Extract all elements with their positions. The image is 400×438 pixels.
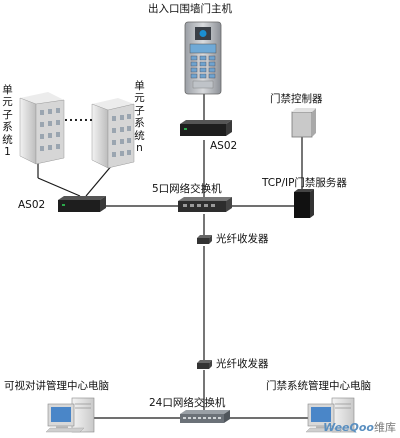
watermark-brand: WeeQoo	[323, 421, 374, 434]
access-controller-device	[291, 108, 316, 138]
connection-lines	[37, 92, 312, 419]
entry-station-panel	[184, 21, 222, 95]
label-acs-pc: 门禁系统管理中心电脑	[266, 380, 371, 392]
building-unit-1	[19, 92, 65, 165]
access-server-device	[294, 189, 314, 218]
label-as02-top: AS02	[210, 140, 238, 152]
label-as02-left: AS02	[18, 199, 46, 211]
pc-left-device	[45, 397, 95, 433]
watermark: WeeQoo维库	[323, 419, 396, 435]
label-vic-pc: 可视对讲管理中心电脑	[4, 380, 109, 392]
switch5-device	[178, 197, 232, 212]
label-transceiver-bottom: 光纤收发器	[216, 358, 269, 370]
as02-top-device	[180, 120, 232, 136]
transceiver-top-device	[197, 235, 212, 244]
watermark-suffix: 维库	[374, 421, 396, 434]
label-switch24: 24口网络交换机	[149, 397, 226, 409]
transceiver-bottom-device	[197, 360, 212, 369]
label-unit-n: 单元子系统n	[134, 80, 145, 155]
label-transceiver-top: 光纤收发器	[216, 233, 269, 245]
label-unit-1: 单元子系统1	[2, 84, 13, 159]
label-access-controller: 门禁控制器	[270, 93, 323, 105]
label-ellipsis: ......	[64, 112, 94, 124]
building-unit-n	[91, 98, 135, 169]
as02-left-device	[58, 196, 106, 212]
label-switch5: 5口网络交换机	[152, 183, 222, 195]
label-access-server: TCP/IP门禁服务器	[262, 177, 347, 189]
line-building1-as02b	[37, 177, 81, 197]
label-entry-station: 出入口围墙门主机	[148, 3, 232, 15]
pc-right-device	[305, 397, 355, 433]
switch24-device	[180, 410, 230, 423]
